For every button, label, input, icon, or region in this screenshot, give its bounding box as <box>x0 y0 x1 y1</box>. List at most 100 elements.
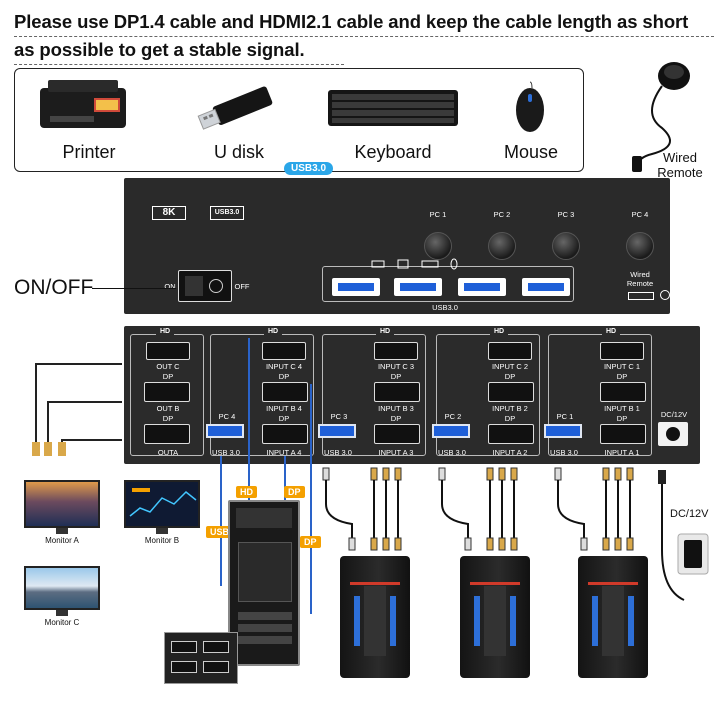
front-usb-port-1[interactable] <box>332 278 380 296</box>
pc1-cable-bundle <box>554 467 634 551</box>
remote-port-label-line-2: Remote <box>626 279 654 288</box>
front-usb-port-3[interactable] <box>458 278 506 296</box>
input-1-hdmi-port[interactable] <box>600 342 644 360</box>
dp-cable-tag-2: DP <box>300 536 321 548</box>
output-b-label: OUT B <box>156 404 180 413</box>
remote-jack-icon <box>660 290 670 300</box>
badge-8k: 8K <box>152 206 186 220</box>
usb-cable <box>220 456 240 586</box>
wired-remote-label-line-1: Wired <box>663 150 697 165</box>
power-switch[interactable] <box>178 270 232 302</box>
input-3-usb-port[interactable] <box>318 424 356 438</box>
input-1-hd-tab: HD <box>602 328 621 335</box>
input-4-hdmi-port[interactable] <box>262 342 306 360</box>
pc2-button[interactable] <box>488 232 516 260</box>
input-3-dp-port-b[interactable] <box>374 382 420 402</box>
hd-cable-tag: HD <box>236 486 257 498</box>
peripheral-label-printer: Printer <box>62 142 116 162</box>
monitor-a-screen <box>24 480 100 528</box>
monitor-a-label: Monitor A <box>45 536 79 545</box>
pc1-tower <box>578 556 648 678</box>
input-4-input-c-label: INPUT C 4 <box>265 362 303 371</box>
input-2-usb-port[interactable] <box>432 424 470 438</box>
device-icons-strip <box>371 258 458 270</box>
input-4-input-b-label: INPUT B 4 <box>266 404 302 413</box>
input-3-input-b-label: INPUT B 3 <box>378 404 414 413</box>
headline-line-2: as possible to get a stable signal. <box>14 39 305 60</box>
headline-divider-2 <box>14 64 344 65</box>
peripheral-label-u-disk: U disk <box>213 142 264 162</box>
input-4-hd-tab: HD <box>264 328 283 335</box>
remote-port-label-line-1: Wired <box>630 270 650 279</box>
headline: Please use DP1.4 cable and HDMI2.1 cable… <box>14 8 714 64</box>
input-3-input-c-label: INPUT C 3 <box>377 362 415 371</box>
input-3-usb-label: USB 3.0 <box>324 448 352 457</box>
pc4-tower-rear <box>228 500 300 666</box>
front-usb-group <box>322 266 574 302</box>
peripheral-label-mouse: Mouse <box>503 142 559 162</box>
input-4-dp-port-a[interactable] <box>262 424 308 444</box>
power-off-label: OFF <box>234 282 250 291</box>
input-1-dp-port-a[interactable] <box>600 424 646 444</box>
input-2-hdmi-port[interactable] <box>488 342 532 360</box>
monitor-b-stand <box>156 528 168 534</box>
input-1-input-a-label: INPUT A 1 <box>604 448 640 457</box>
input-2-dp-port-a[interactable] <box>488 424 534 444</box>
power-on-label: ON <box>164 282 176 291</box>
input-4-input-a-label: INPUT A 4 <box>266 448 302 457</box>
pc4-button[interactable] <box>626 232 654 260</box>
pc3-tower <box>340 556 410 678</box>
output-a-dp-port[interactable] <box>144 424 190 444</box>
pc2-button-label: PC 2 <box>493 210 511 219</box>
input-1-dp-port-b[interactable] <box>600 382 646 402</box>
pc3-button[interactable] <box>552 232 580 260</box>
on-off-pointer-line <box>92 288 176 289</box>
front-usb-port-2[interactable] <box>394 278 442 296</box>
monitor-c-stand <box>56 610 68 616</box>
input-2-dp-tag-1: DP <box>504 372 516 381</box>
input-4-usb-port[interactable] <box>206 424 244 438</box>
input-4-dp-port-b[interactable] <box>262 382 308 402</box>
pc2-tower <box>460 556 530 678</box>
remote-port[interactable] <box>628 292 654 300</box>
input-2-input-a-label: INPUT A 2 <box>492 448 528 457</box>
on-off-label: ON/OFF <box>14 276 94 299</box>
dp-cable-tag-1: DP <box>284 486 305 498</box>
input-3-dp-port-a[interactable] <box>374 424 420 444</box>
dc-12v-label: DC/12V <box>660 410 688 419</box>
output-c-hdmi-port[interactable] <box>146 342 190 360</box>
input-2-dp-port-b[interactable] <box>488 382 534 402</box>
output-b-dp-port[interactable] <box>144 382 190 402</box>
input-3-hdmi-port[interactable] <box>374 342 418 360</box>
monitor-b-screen <box>124 480 200 528</box>
printer-icon <box>40 80 126 128</box>
power-adapter-icon <box>658 470 709 601</box>
gpu-ports-inset <box>164 632 238 684</box>
input-1-section <box>548 334 652 456</box>
output-a-label: OUTA <box>157 448 179 457</box>
usb-drive-icon <box>197 86 273 130</box>
input-3-input-a-label: INPUT A 3 <box>378 448 414 457</box>
front-usb-label: USB3.0 <box>432 303 458 312</box>
usb3-tag: USB3.0 <box>284 162 334 175</box>
input-2-usb-label: USB 3.0 <box>438 448 466 457</box>
wired-remote-label-line-2: Remote <box>657 165 703 180</box>
input-1-usb-port[interactable] <box>544 424 582 438</box>
pc1-button[interactable] <box>424 232 452 260</box>
output-c-label: OUT C <box>156 362 180 371</box>
input-1-pc-label: PC 1 <box>556 412 574 421</box>
front-usb-port-4[interactable] <box>522 278 570 296</box>
input-1-input-b-label: INPUT B 1 <box>604 404 640 413</box>
pc1-button-label: PC 1 <box>429 210 447 219</box>
monitor-cables <box>32 363 122 456</box>
dc-power-jack[interactable] <box>658 422 688 446</box>
input-2-hd-tab: HD <box>490 328 509 335</box>
peripheral-label-keyboard: Keyboard <box>354 142 432 162</box>
input-1-usb-label: USB 3.0 <box>550 448 578 457</box>
input-4-pc-label: PC 4 <box>218 412 236 421</box>
input-4-dp-tag-2: DP <box>278 414 290 423</box>
headline-divider <box>14 36 714 37</box>
dp-cable-2 <box>296 384 312 614</box>
input-2-input-b-label: INPUT B 2 <box>492 404 528 413</box>
input-1-dp-tag-2: DP <box>616 414 628 423</box>
